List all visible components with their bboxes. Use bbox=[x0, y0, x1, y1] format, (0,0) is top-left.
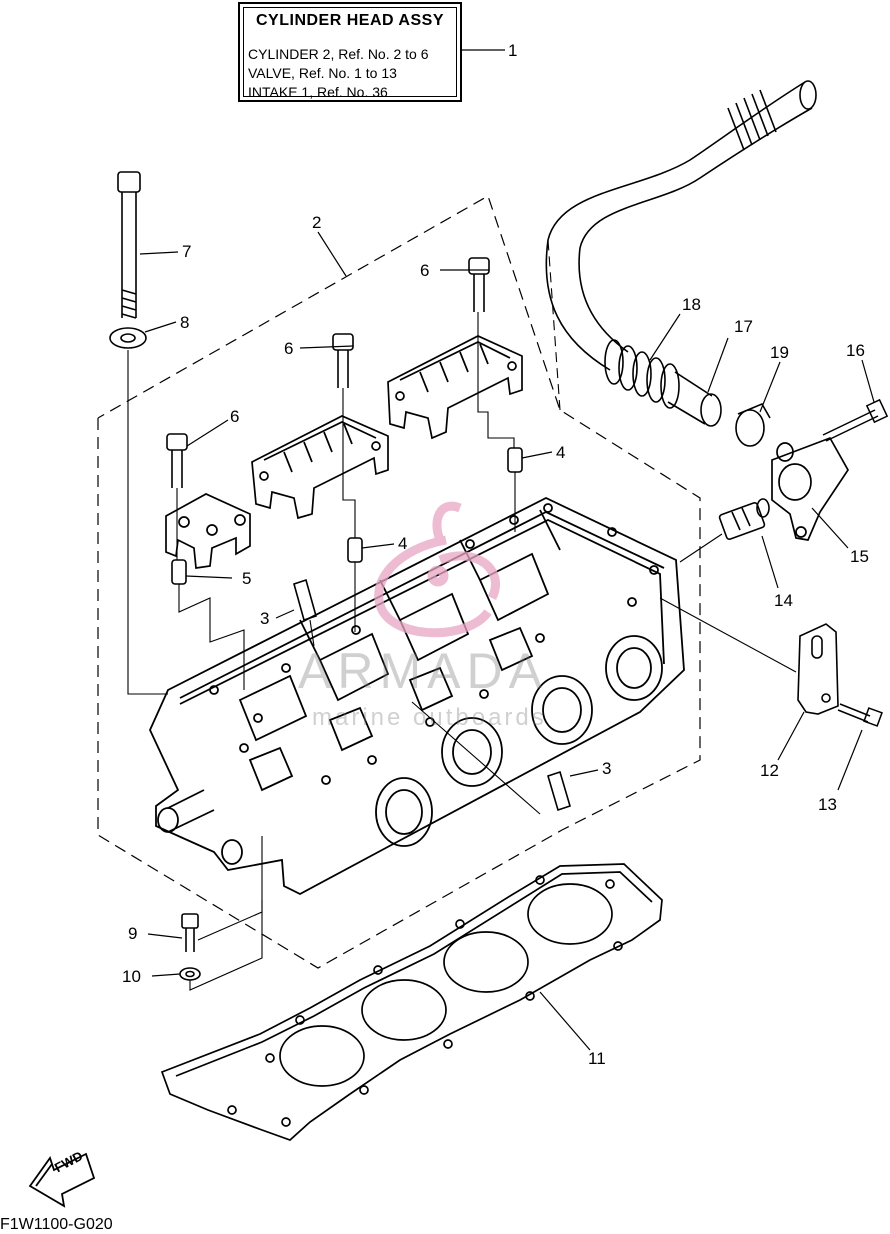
bolt-9 bbox=[181, 913, 199, 952]
callout-4-lower[interactable]: 4 bbox=[398, 534, 408, 553]
callout-6-left[interactable]: 6 bbox=[230, 407, 240, 426]
valve-guides bbox=[293, 578, 571, 812]
title-line-valve: VALVE, Ref. No. 1 to 13 bbox=[248, 65, 397, 81]
bracket-12 bbox=[797, 623, 839, 715]
thermostat bbox=[718, 498, 770, 541]
callout-13[interactable]: 13 bbox=[818, 795, 837, 814]
callout-6-middle[interactable]: 6 bbox=[284, 339, 294, 358]
camshaft-cap-end bbox=[165, 493, 251, 569]
callout-leaders bbox=[139, 231, 875, 1051]
assembly-title-box: CYLINDER HEAD ASSY CYLINDER 2, Ref. No. … bbox=[238, 2, 462, 102]
callout-3-lower[interactable]: 3 bbox=[602, 759, 612, 778]
callout-4-upper[interactable]: 4 bbox=[556, 443, 566, 462]
callout-3-upper[interactable]: 3 bbox=[260, 609, 270, 628]
assembly-boundary bbox=[97, 195, 701, 969]
hose-corrugation-18 bbox=[604, 339, 680, 409]
camshaft-cap-middle bbox=[251, 415, 389, 520]
camshaft-cap-upper bbox=[387, 335, 523, 440]
diagram-code: F1W1100-G020 bbox=[0, 1216, 113, 1233]
bolt-6c bbox=[166, 433, 188, 488]
callout-12[interactable]: 12 bbox=[760, 761, 779, 780]
thermostat-cover bbox=[771, 436, 849, 541]
callout-9[interactable]: 9 bbox=[128, 924, 138, 943]
callout-19[interactable]: 19 bbox=[770, 343, 789, 362]
bolt-16 bbox=[822, 398, 889, 442]
assembly-guides bbox=[127, 312, 797, 991]
bolt-6a bbox=[468, 257, 490, 312]
watermark-brand: ARMADA bbox=[298, 643, 548, 699]
bolt-6b bbox=[332, 333, 354, 388]
callout-10[interactable]: 10 bbox=[122, 967, 141, 986]
long-bolt-7 bbox=[117, 171, 141, 319]
washer-8 bbox=[109, 327, 147, 349]
title-box-inner bbox=[243, 7, 457, 97]
callout-1[interactable]: 1 bbox=[508, 41, 518, 60]
hose-clamp bbox=[735, 402, 771, 447]
callout-14[interactable]: 14 bbox=[774, 591, 793, 610]
title-line-intake: INTAKE 1, Ref. No. 36 bbox=[248, 84, 388, 100]
callout-18[interactable]: 18 bbox=[682, 295, 701, 314]
callout-15[interactable]: 15 bbox=[850, 547, 869, 566]
callout-16[interactable]: 16 bbox=[846, 341, 865, 360]
watermark-tagline: marine outboards bbox=[312, 704, 547, 731]
hose-corrugation-top bbox=[727, 89, 777, 151]
washer-10 bbox=[179, 967, 201, 981]
head-gasket bbox=[160, 863, 663, 1141]
callout-17[interactable]: 17 bbox=[734, 317, 753, 336]
callout-7[interactable]: 7 bbox=[182, 242, 192, 261]
callout-2[interactable]: 2 bbox=[312, 213, 322, 232]
title-line-cylinder: CYLINDER 2, Ref. No. 2 to 6 bbox=[248, 46, 429, 62]
dowel-pins bbox=[171, 447, 523, 585]
bolt-13 bbox=[837, 703, 883, 727]
callout-6-top[interactable]: 6 bbox=[420, 261, 430, 280]
assembly-title: CYLINDER HEAD ASSY bbox=[256, 12, 444, 29]
cylinder-head bbox=[149, 496, 685, 896]
callout-11[interactable]: 11 bbox=[588, 1049, 606, 1068]
callout-5[interactable]: 5 bbox=[242, 569, 252, 588]
water-hose bbox=[545, 80, 817, 427]
watermark-logo-icon bbox=[374, 501, 500, 638]
fwd-arrow-icon bbox=[28, 1152, 96, 1208]
callout-8[interactable]: 8 bbox=[180, 313, 190, 332]
